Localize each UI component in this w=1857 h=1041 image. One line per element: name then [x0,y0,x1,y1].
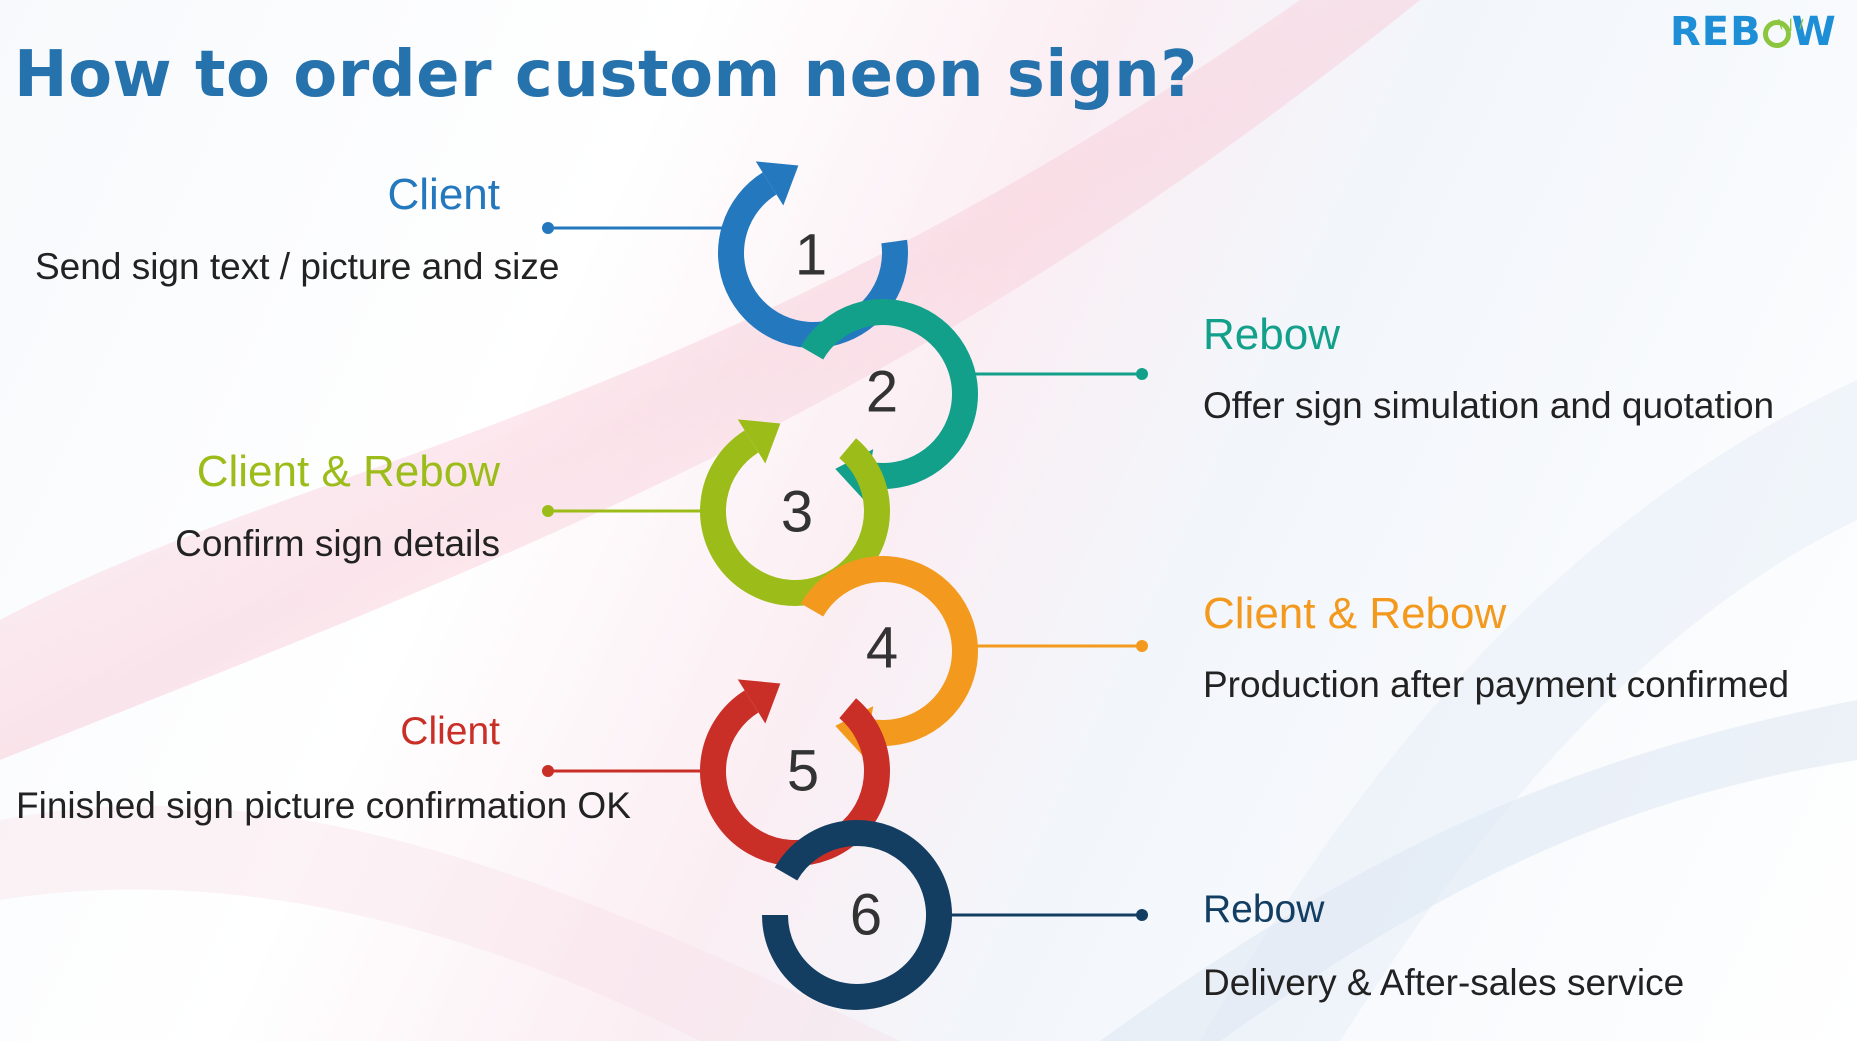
step-4-description: Production after payment confirmed [1203,664,1790,705]
step-4-connector-dot [1136,640,1148,652]
step-5-connector-dot [542,765,554,777]
step-5-number: 5 [787,739,819,804]
step-3-connector-dot [542,505,554,517]
step-6-description: Delivery & After-sales service [1203,962,1685,1003]
step-3-description: Confirm sign details [175,523,500,564]
step-2-number: 2 [866,360,898,425]
step-2-description: Offer sign simulation and quotation [1203,385,1775,426]
step-1-arrowhead-icon [755,161,799,206]
rebow-logo: REB W \ | / [1670,8,1850,56]
step-1-connector-dot [542,222,554,234]
step-5-arrowhead-icon [737,679,781,724]
logo-bulb-icon [1762,20,1791,48]
step-6-connector-dot [1136,909,1148,921]
logo-text-left: REB [1670,9,1762,55]
step-4-number: 4 [866,616,898,681]
step-3-arrow-ring [700,430,890,606]
step-2-actor: Rebow [1203,310,1340,359]
logo-rays-icon: \ | / [1778,17,1805,31]
step-1-arrow-ring [718,172,908,348]
step-1-actor: Client [387,170,501,219]
logo-text-right: W [1791,9,1837,55]
step-3-arrowhead-icon [737,419,781,464]
step-3-number: 3 [781,480,813,545]
step-6-actor: Rebow [1203,888,1325,931]
step-3-actor: Client & Rebow [196,447,500,496]
step-1-description: Send sign text / picture and size [35,246,560,287]
step-1-number: 1 [795,223,827,288]
step-4-actor: Client & Rebow [1203,589,1507,638]
step-5-description: Finished sign picture confirmation OK [16,785,631,826]
step-2-arrow-ring [800,299,978,489]
step-5-actor: Client [400,710,500,753]
step-6-arrow-ring [762,820,952,1010]
step-2-connector-dot [1136,368,1148,380]
page-title: How to order custom neon sign? [14,38,1198,112]
step-6-number: 6 [850,883,882,948]
step-4-arrow-ring [800,556,978,746]
